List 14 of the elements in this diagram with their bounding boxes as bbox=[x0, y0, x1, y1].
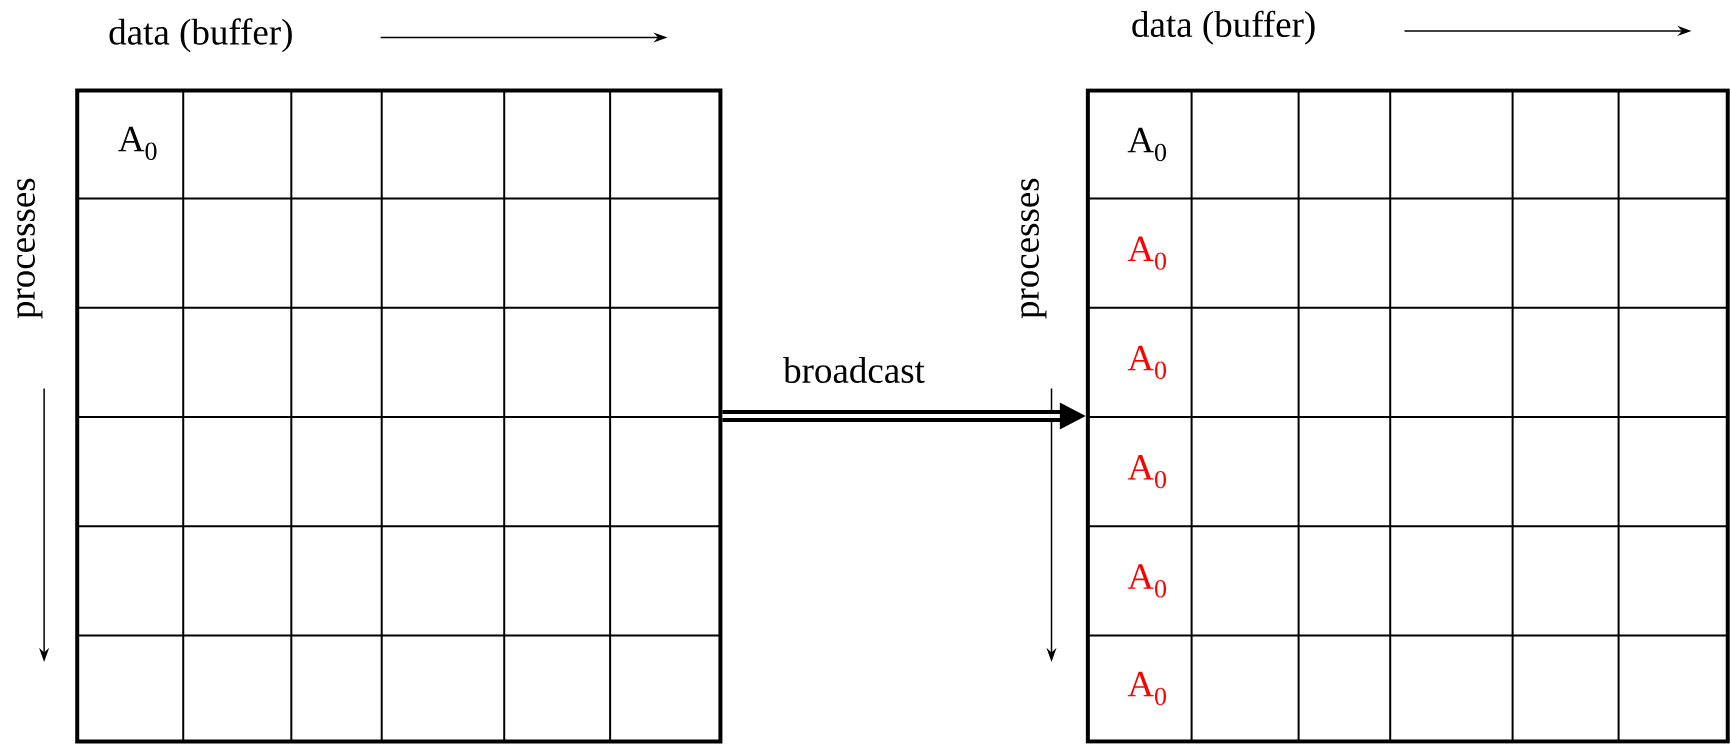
cell-text: A$_{0}$ bbox=[118, 126, 157, 161]
cell-text: A$_{0}$ bbox=[1127, 564, 1166, 598]
axis-label: processes bbox=[1021, 178, 1047, 319]
cell-text: A$_{0}$ bbox=[1127, 671, 1166, 706]
axis-label: processes bbox=[17, 178, 43, 319]
cell-text: A$_{0}$ bbox=[1127, 455, 1166, 489]
cell-text: A$_{0}$ bbox=[1127, 345, 1166, 380]
cell-text: A$_{0}$ bbox=[1127, 127, 1166, 162]
cell-text: A$_{0}$ bbox=[1127, 236, 1166, 270]
grid-table bbox=[75, 88, 723, 744]
edge-label: broadcast bbox=[783, 356, 925, 383]
axis-label: data (buffer) bbox=[109, 18, 292, 53]
grid-table bbox=[1085, 88, 1730, 744]
axis-label: data (buffer) bbox=[1132, 10, 1315, 45]
